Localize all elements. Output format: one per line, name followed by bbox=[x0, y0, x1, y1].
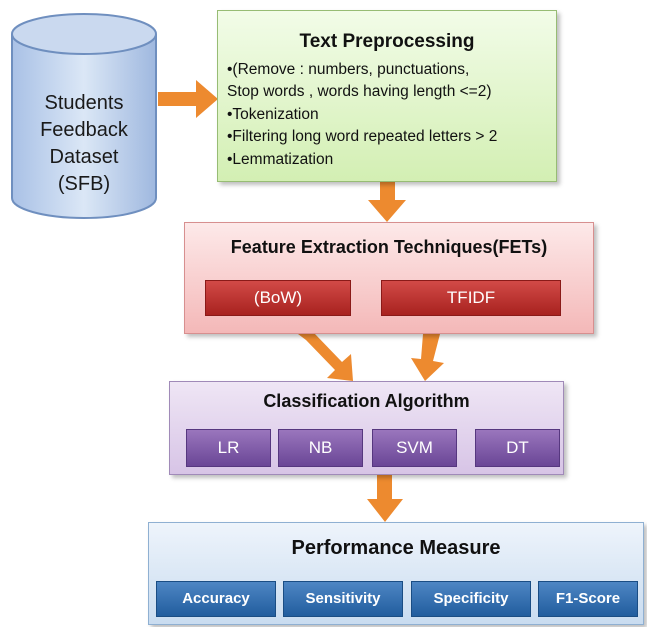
preprocessing-line-1: •(Remove : numbers, punctuations, bbox=[227, 61, 470, 78]
dataset-label-line-2: Feedback bbox=[40, 119, 128, 141]
arrow-bow-to-classification bbox=[298, 334, 353, 381]
text-preprocessing-box: Text Preprocessing •(Remove : numbers, p… bbox=[217, 10, 557, 182]
bow-block: (BoW) bbox=[205, 280, 351, 316]
database-icon bbox=[11, 13, 157, 219]
dataset-label-line-1: Students bbox=[44, 92, 124, 114]
feature-extraction-box: Feature Extraction Techniques(FETs) (BoW… bbox=[184, 222, 594, 334]
text-preprocessing-title: Text Preprocessing bbox=[299, 31, 475, 52]
arrow-preprocessing-to-fet bbox=[368, 182, 406, 222]
classification-title: Classification Algorithm bbox=[263, 391, 470, 411]
accuracy-block: Accuracy bbox=[156, 581, 276, 617]
f1-score-block: F1-Score bbox=[538, 581, 638, 617]
dataset-label-line-3: Dataset bbox=[49, 146, 119, 168]
feature-extraction-title: Feature Extraction Techniques(FETs) bbox=[230, 237, 548, 257]
arrow-classification-to-performance bbox=[367, 475, 403, 522]
arrow-dataset-to-preprocessing bbox=[158, 80, 218, 118]
sensitivity-block: Sensitivity bbox=[283, 581, 403, 617]
nb-block: NB bbox=[278, 429, 363, 467]
preprocessing-line-4: •Filtering long word repeated letters > … bbox=[227, 128, 498, 145]
preprocessing-line-5: •Lemmatization bbox=[227, 151, 334, 168]
performance-measure-box: Performance Measure Accuracy Sensitivity… bbox=[148, 522, 644, 625]
lr-block: LR bbox=[186, 429, 271, 467]
arrow-tfidf-to-classification bbox=[411, 334, 444, 381]
preprocessing-line-2: Stop words , words having length <=2) bbox=[227, 83, 492, 100]
performance-measure-title: Performance Measure bbox=[291, 537, 501, 559]
preprocessing-line-3: •Tokenization bbox=[227, 106, 319, 123]
specificity-block: Specificity bbox=[411, 581, 531, 617]
dt-block: DT bbox=[475, 429, 560, 467]
dataset-cylinder: Students Feedback Dataset (SFB) bbox=[10, 12, 158, 222]
tfidf-block: TFIDF bbox=[381, 280, 561, 316]
svm-block: SVM bbox=[372, 429, 457, 467]
classification-box: Classification Algorithm LR NB SVM DT bbox=[169, 381, 564, 475]
dataset-label-line-4: (SFB) bbox=[57, 173, 111, 195]
